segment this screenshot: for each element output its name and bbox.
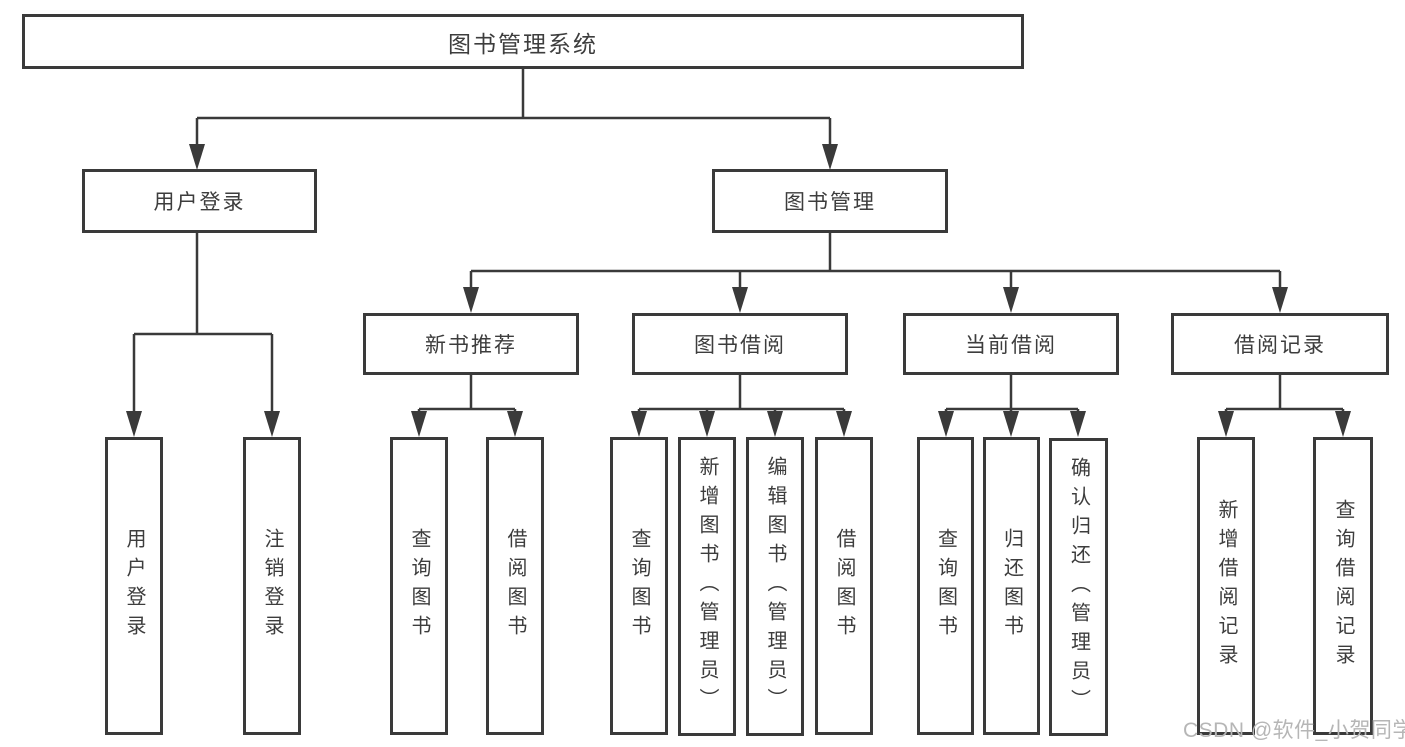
arrowhead-icons bbox=[126, 144, 1351, 437]
leaf-label: 注销登录 bbox=[261, 528, 283, 644]
leaf-label: 查询图书 bbox=[408, 528, 430, 644]
leaf-query-book: 查询图书 bbox=[390, 437, 448, 735]
leaf-user-login: 用户登录 bbox=[105, 437, 163, 735]
leaf-label: 借阅图书 bbox=[833, 528, 855, 644]
node-current-borrow: 当前借阅 bbox=[903, 313, 1119, 375]
leaf-label: 新增图书（管理员） bbox=[696, 456, 718, 717]
node-book-borrow: 图书借阅 bbox=[632, 313, 848, 375]
leaf-label: 确认归还（管理员） bbox=[1067, 456, 1090, 718]
leaf-label: 编辑图书（管理员） bbox=[764, 456, 786, 717]
leaf-borrow-book: 借阅图书 bbox=[815, 437, 873, 735]
leaf-label: 用户登录 bbox=[123, 528, 145, 644]
leaf-confirm-return-admin: 确认归还（管理员） bbox=[1049, 438, 1108, 736]
leaf-logout: 注销登录 bbox=[243, 437, 301, 735]
connector-lines bbox=[132, 69, 1345, 412]
node-book-management: 图书管理 bbox=[712, 169, 948, 233]
leaf-label: 查询借阅记录 bbox=[1332, 499, 1354, 673]
leaf-query-borrow-record: 查询借阅记录 bbox=[1313, 437, 1373, 735]
node-system-root: 图书管理系统 bbox=[22, 14, 1024, 69]
leaf-query-book: 查询图书 bbox=[917, 437, 974, 735]
leaf-label: 新增借阅记录 bbox=[1215, 499, 1237, 673]
csdn-watermark: CSDN @软件_小贺同学 bbox=[1183, 719, 1405, 742]
leaf-add-borrow-record: 新增借阅记录 bbox=[1197, 437, 1255, 735]
leaf-query-book: 查询图书 bbox=[610, 437, 668, 735]
leaf-edit-book-admin: 编辑图书（管理员） bbox=[746, 437, 804, 736]
leaf-borrow-book: 借阅图书 bbox=[486, 437, 544, 735]
leaf-label: 借阅图书 bbox=[504, 528, 526, 644]
leaf-return-book: 归还图书 bbox=[983, 437, 1040, 735]
node-user-login: 用户登录 bbox=[82, 169, 317, 233]
leaf-add-book-admin: 新增图书（管理员） bbox=[678, 437, 736, 736]
node-borrow-records: 借阅记录 bbox=[1171, 313, 1389, 375]
leaf-label: 归还图书 bbox=[1000, 528, 1023, 644]
leaf-label: 查询图书 bbox=[934, 528, 957, 644]
leaf-label: 查询图书 bbox=[628, 528, 650, 644]
node-new-book-recommend: 新书推荐 bbox=[363, 313, 579, 375]
